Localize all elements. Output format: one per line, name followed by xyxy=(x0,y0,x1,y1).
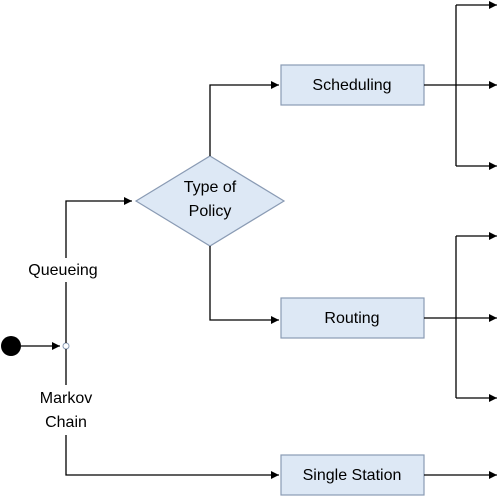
markov-label-bg xyxy=(30,385,100,435)
single-station-label: Single Station xyxy=(303,467,402,484)
decision-label-line2: Policy xyxy=(189,203,232,220)
start-node xyxy=(1,336,21,356)
decision-label-line1: Type of xyxy=(184,179,237,196)
routing-node xyxy=(280,297,425,339)
edge-to-routing xyxy=(209,246,279,324)
junction-node xyxy=(62,342,70,350)
markov-chain-label-line1: Markov xyxy=(40,390,92,407)
queueing-label: Queueing xyxy=(28,262,97,279)
markov-chain-label-line2: Chain xyxy=(45,414,87,431)
queueing-label-bg xyxy=(22,258,106,282)
routing-label: Routing xyxy=(324,310,379,327)
edge-to-scheduling xyxy=(209,81,279,156)
scheduling-node xyxy=(280,64,425,106)
single-station-node xyxy=(280,454,425,496)
edge-queueing xyxy=(65,197,132,343)
decision-node-type-of-policy xyxy=(134,155,286,247)
scheduling-label: Scheduling xyxy=(312,77,391,94)
